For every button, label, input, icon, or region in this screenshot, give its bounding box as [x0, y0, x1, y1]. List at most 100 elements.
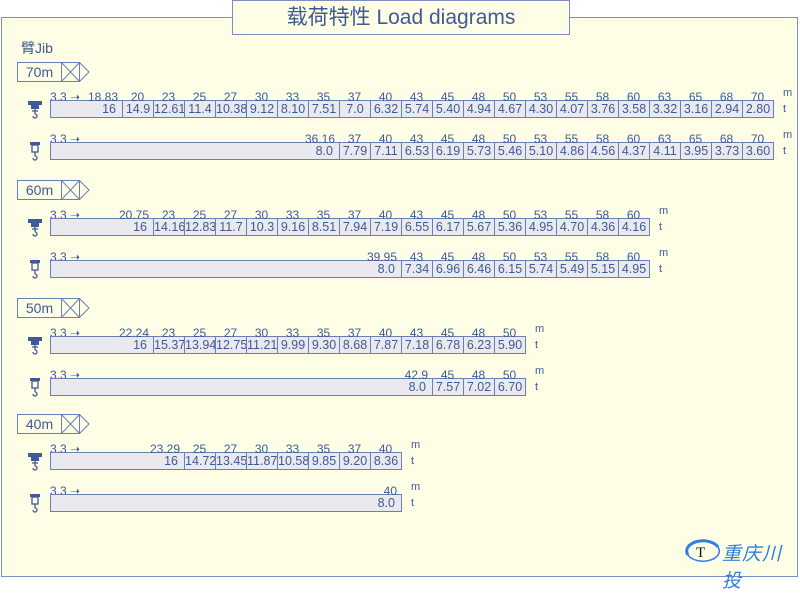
load-cell: 14.9 — [122, 100, 154, 118]
load-cell: 8.10 — [277, 100, 309, 118]
load-cell: 4.67 — [494, 100, 526, 118]
radius-label: 37 — [347, 326, 362, 340]
radius-label: 23 — [161, 326, 176, 340]
radius-label: 40 — [378, 90, 393, 104]
radius-label: 30 — [254, 90, 269, 104]
jib-length-badge: 70m — [17, 62, 97, 82]
radius-label: 50 — [502, 90, 517, 104]
load-cell: 16 — [50, 336, 154, 354]
radius-label: 45 — [440, 368, 455, 382]
load-unit: t — [535, 381, 539, 393]
radius-label: 25 — [192, 90, 207, 104]
four-fall-hook-icon — [27, 451, 43, 476]
two-fall-hook-icon — [27, 377, 43, 402]
load-cell: 12.61 — [153, 100, 185, 118]
load-cell: 3.60 — [742, 142, 774, 160]
radius-label: 45 — [440, 326, 455, 340]
radius-label: 58 — [595, 90, 610, 104]
radius-label: 58 — [595, 132, 610, 146]
radius-unit: m — [535, 323, 545, 335]
radius-label: 37 — [347, 132, 362, 146]
load-cell: 11.21 — [246, 336, 278, 354]
load-cell: 13.45 — [215, 452, 247, 470]
jib-length: 60m — [17, 180, 62, 200]
radius-label: 58 — [595, 208, 610, 222]
radius-label: 27 — [223, 90, 238, 104]
load-cell: 8.36 — [370, 452, 402, 470]
load-cell: 11.87 — [246, 452, 278, 470]
four-fall-hook-icon — [27, 99, 43, 124]
radius-unit: m — [783, 129, 793, 141]
radius-label: 23 — [161, 208, 176, 222]
radius-label: 53 — [533, 90, 548, 104]
radius-unit: m — [659, 247, 669, 259]
radius-label: 25 — [192, 208, 207, 222]
radius-label: 37 — [347, 208, 362, 222]
radius-label: 40 — [378, 442, 393, 456]
radius-label: 55 — [564, 250, 579, 264]
radius-label: 33 — [285, 90, 300, 104]
radius-label: 30 — [254, 326, 269, 340]
radius-label: 43 — [409, 250, 424, 264]
radius-label: 65 — [688, 90, 703, 104]
radius-label: 45 — [440, 90, 455, 104]
radius-label: 27 — [223, 326, 238, 340]
load-cell: 4.94 — [463, 100, 495, 118]
radius-label: 40 — [383, 484, 397, 498]
radius-label: 43 — [409, 208, 424, 222]
load-cell: 6.15 — [494, 260, 526, 278]
company-logo: T 重庆川投 — [682, 538, 797, 592]
load-cell: 4.37 — [618, 142, 650, 160]
arrow-right-icon: ➝ — [70, 90, 81, 104]
jib-length: 50m — [17, 298, 62, 318]
svg-text:T: T — [696, 545, 705, 561]
load-cell: 7.11 — [370, 142, 402, 160]
load-cell: 5.74 — [525, 260, 557, 278]
radius-label: 40 — [378, 132, 393, 146]
load-cell: 8.51 — [308, 218, 340, 236]
load-cell: 8.0 — [50, 378, 433, 396]
load-cell: 4.11 — [649, 142, 681, 160]
radius-unit: m — [783, 87, 793, 99]
load-cell: 7.51 — [308, 100, 340, 118]
radius-label: 43 — [409, 326, 424, 340]
load-cell: 5.46 — [494, 142, 526, 160]
radius-label: 20.75 — [118, 208, 149, 222]
radius-label: 48 — [471, 326, 486, 340]
radius-label: 50 — [502, 368, 517, 382]
load-cell: 4.86 — [556, 142, 588, 160]
radius-label: 53 — [533, 250, 548, 264]
radius-label: 22.24 — [118, 326, 149, 340]
load-cell: 10.58 — [277, 452, 309, 470]
load-cell: 5.90 — [494, 336, 526, 354]
radius-label: 55 — [564, 208, 579, 222]
radius-label: 25 — [192, 326, 207, 340]
load-cell: 3.58 — [618, 100, 650, 118]
jib-length-badge: 60m — [17, 180, 97, 200]
radius-label: 68 — [719, 90, 734, 104]
radius-label: 20 — [130, 90, 145, 104]
load-cell: 5.74 — [401, 100, 433, 118]
arrow-right-icon: ➝ — [70, 484, 81, 498]
load-cell: 7.79 — [339, 142, 371, 160]
load-cell: 4.56 — [587, 142, 619, 160]
radius-unit: m — [411, 439, 421, 451]
load-cell: 6.46 — [463, 260, 495, 278]
arrow-right-icon: ➝ — [70, 368, 81, 382]
load-cell: 6.70 — [494, 378, 526, 396]
radius-label: 27 — [223, 208, 238, 222]
four-fall-hook-icon — [27, 217, 43, 242]
load-cell: 4.07 — [556, 100, 588, 118]
load-cell: 14.16 — [153, 218, 185, 236]
load-cell: 3.95 — [680, 142, 712, 160]
logo-mark-icon: T — [685, 539, 721, 562]
radius-label: 27 — [223, 442, 238, 456]
load-cell: 16 — [50, 452, 185, 470]
load-cell: 9.12 — [246, 100, 278, 118]
radius-unit: m — [659, 205, 669, 217]
load-cell: 5.10 — [525, 142, 557, 160]
radius-label: 37 — [347, 442, 362, 456]
radius-label: 23.29 — [149, 442, 180, 456]
arrow-right-icon: ➝ — [70, 132, 81, 146]
load-cell: 9.20 — [339, 452, 371, 470]
